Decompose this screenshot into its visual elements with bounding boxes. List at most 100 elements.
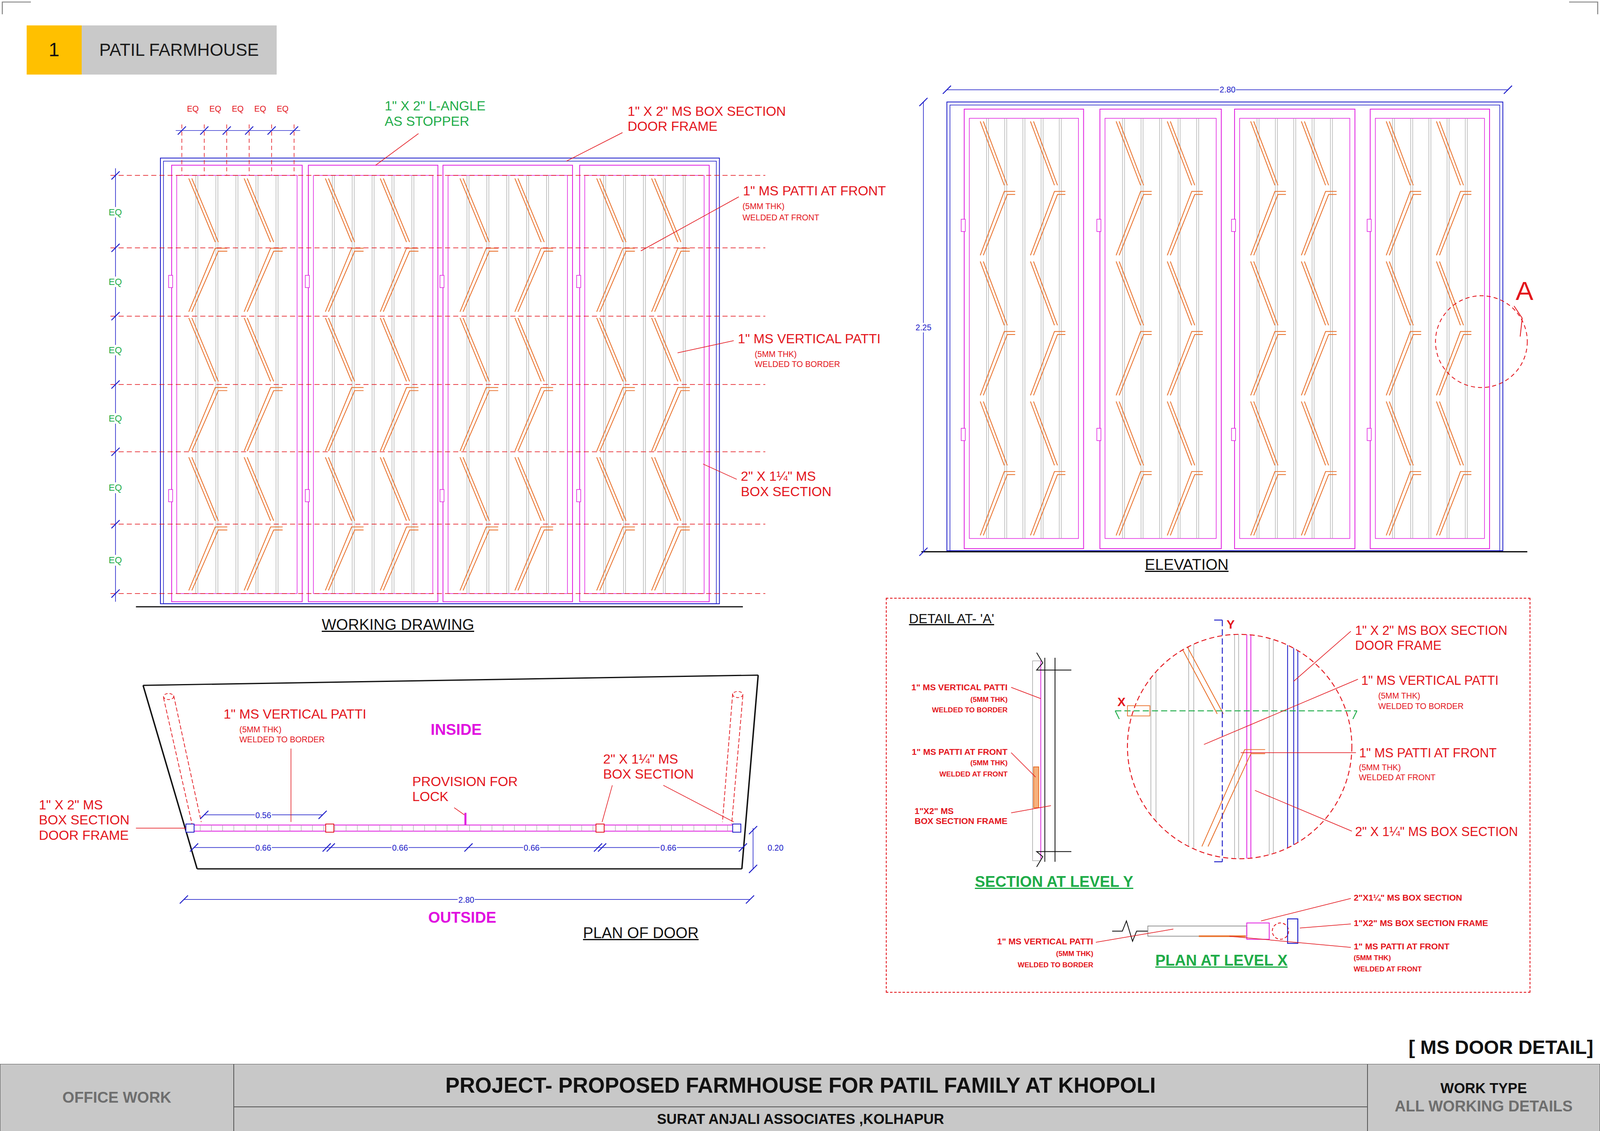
front-patti (1386, 331, 1422, 396)
shutter-line (194, 830, 737, 832)
vertical-patti (1177, 118, 1179, 539)
detail-marker: A (1513, 275, 1536, 306)
front-patti (1301, 471, 1337, 536)
vertical-patti (1024, 118, 1025, 539)
vertical-patti (1032, 660, 1041, 861)
front-patti (380, 457, 407, 522)
dimension-value: 2.80 (457, 895, 475, 905)
swing-end (732, 691, 743, 698)
front-patti (1116, 471, 1152, 536)
patti-tick (559, 825, 560, 832)
hinge (961, 428, 966, 441)
front-patti (1301, 191, 1337, 255)
hinge (1231, 219, 1236, 232)
dimension-tick (597, 843, 607, 853)
section-y (1032, 652, 1072, 868)
vertical-patti (215, 175, 216, 594)
patti-tick (693, 825, 695, 832)
node-text: ALL WORKING DETAILS (1394, 1097, 1573, 1116)
door-elevation (160, 157, 720, 604)
vertical-patti (986, 118, 987, 539)
front-patti (244, 317, 271, 382)
patti-tick (660, 825, 661, 832)
patti-tick (469, 825, 470, 832)
dimension-tick (180, 895, 189, 904)
patti-tick (682, 825, 683, 832)
grid-line (204, 124, 205, 176)
front-patti (1301, 121, 1326, 185)
front-patti (244, 248, 283, 313)
box-section (595, 824, 605, 833)
front-patti (1389, 401, 1414, 466)
front-patti (515, 527, 554, 591)
front-patti (1436, 261, 1461, 326)
hinge (576, 275, 581, 288)
text-line: BOX SECTION (38, 812, 130, 828)
dimension-value: 0.20 (767, 843, 785, 853)
patti-tick (368, 825, 369, 832)
leader-line (702, 464, 737, 480)
dimension-value: 0.66 (254, 843, 272, 853)
front-patti (1301, 261, 1326, 326)
front-patti (1167, 401, 1192, 466)
front-patti (1250, 331, 1287, 396)
swing-line (722, 693, 733, 823)
vertical-patti (1410, 118, 1411, 539)
front-patti (596, 527, 635, 591)
material-callout: 1" MS PATTI AT FRONT (1358, 745, 1498, 761)
leader-line (663, 785, 734, 823)
dimension-tick (111, 380, 120, 389)
eq-mark: EQ (107, 555, 123, 566)
front-patti (1127, 705, 1150, 716)
front-patti (1439, 401, 1464, 466)
leader-line (1300, 924, 1351, 929)
patti-tick (200, 825, 201, 832)
front-patti (328, 390, 364, 452)
shutter-border (1375, 118, 1485, 539)
front-patti (380, 387, 419, 452)
front-patti (247, 251, 283, 312)
vertical-patti (1394, 118, 1395, 539)
front-patti (325, 457, 352, 522)
frame-line (1287, 612, 1288, 868)
grid-line (110, 315, 766, 317)
front-patti (383, 457, 410, 522)
front-patti (1389, 474, 1421, 536)
text-line: LOCK (412, 789, 518, 805)
front-patti (599, 530, 635, 591)
front-patti (1386, 261, 1411, 326)
box-section (325, 824, 335, 833)
front-patti (1389, 121, 1414, 185)
spec-note: (5MM THK) (1377, 691, 1421, 701)
dimension-tick (942, 85, 952, 95)
patti-tick (245, 825, 246, 832)
dimension-line (752, 828, 754, 870)
leader-line (1255, 790, 1353, 832)
view-title: PLAN OF DOOR (581, 924, 700, 943)
eq-mark: EQ (107, 276, 123, 288)
leader-line (135, 827, 186, 829)
text-line: 2" X 1¼" MS (602, 751, 694, 768)
material-callout: 1"X2" MS BOX SECTION FRAME (913, 806, 1008, 827)
front-patti (325, 387, 364, 452)
grid-line (226, 124, 227, 176)
swing-line (163, 697, 193, 825)
vertical-patti (255, 175, 257, 594)
vertical-patti (1332, 118, 1333, 539)
patti-tick (289, 825, 290, 832)
front-patti (325, 248, 364, 313)
front-patti (1253, 474, 1286, 536)
front-patti (515, 457, 542, 522)
node-text: DETAIL AT- 'A' (909, 610, 995, 627)
front-patti (1030, 121, 1055, 185)
vertical-patti (1272, 612, 1274, 868)
dimension-value: 0.66 (391, 843, 409, 853)
front-patti (383, 390, 419, 452)
text-line: BOX SECTION FRAME (914, 816, 1008, 827)
front-patti (462, 317, 490, 382)
front-patti (1253, 401, 1278, 466)
hinge (1367, 428, 1372, 441)
front-patti (596, 178, 623, 243)
vertical-patti (1295, 118, 1296, 539)
front-patti (1304, 401, 1329, 466)
